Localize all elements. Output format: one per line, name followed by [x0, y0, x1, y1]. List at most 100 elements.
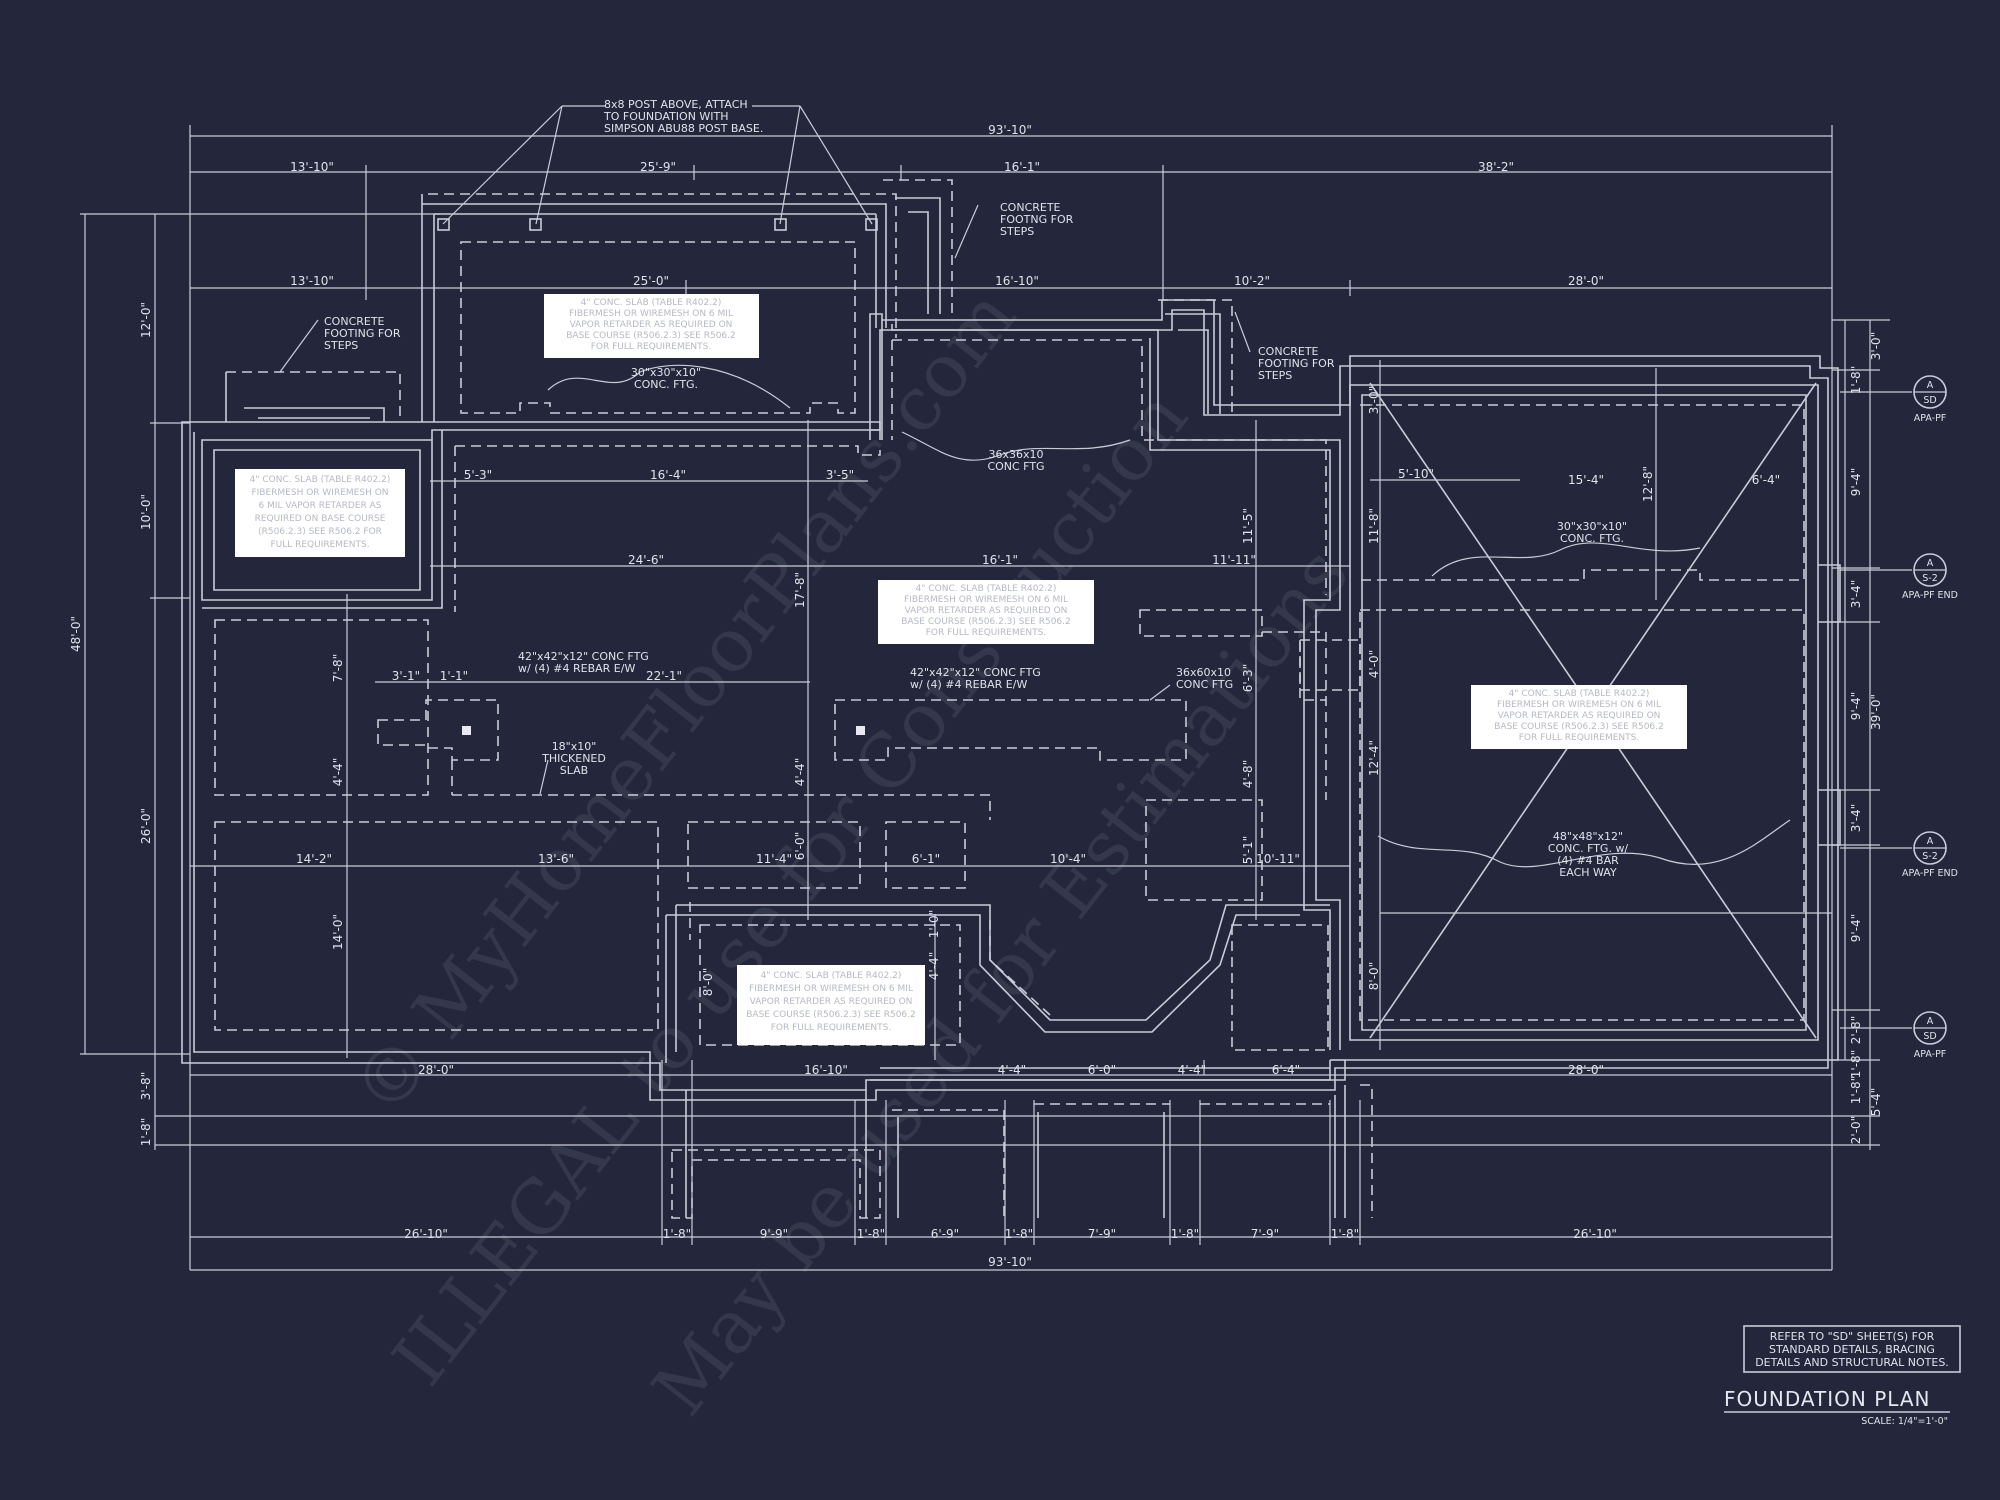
- dim-int-aj: 8'-0": [1367, 962, 1381, 990]
- dim-bottom-e: 6'-9": [931, 1227, 959, 1241]
- dim-int-k: 13'-6": [538, 852, 574, 866]
- dim-bottom-c: 9'-9": [760, 1227, 788, 1241]
- dim-top-i: 28'-0": [1568, 274, 1604, 288]
- section-tag-1-label: APA-PF: [1914, 413, 1947, 424]
- dim-int-w: 6'-3": [1241, 664, 1255, 692]
- slab-note-2-line-5: (R506.2.3) SEE R506.2 FOR: [258, 527, 382, 537]
- dim-bottom-l: 28'-0": [418, 1063, 454, 1077]
- dim-int-d: 24'-6": [628, 553, 664, 567]
- dim-int-ab: 8'-0": [701, 968, 715, 996]
- dim-left-overall: 48'-0": [69, 616, 83, 652]
- slab-note-1-line-4: BASE COURSE (R506.2.3) SEE R506.2: [566, 331, 736, 341]
- dim-int-e: 16'-1": [982, 553, 1018, 567]
- callout-post-base-line-3: SIMPSON ABU88 POST BASE.: [604, 122, 763, 135]
- callout-post-base-line-2: TO FOUNDATION WITH: [603, 110, 729, 123]
- callout-footing-steps-right: CONCRETE FOOTING FOR STEPS: [1258, 345, 1335, 382]
- slab-note-5-line-3: VAPOR RETARDER AS REQUIRED ON: [750, 997, 913, 1007]
- dim-int-f: 11'-11": [1212, 553, 1256, 567]
- watermark: © MyHomeFloorPlans.com ILLEGAL to use fo…: [336, 274, 1365, 1431]
- post-base-2: [529, 218, 542, 231]
- callout-steps-left-line-2: FOOTING FOR: [324, 327, 401, 340]
- callout-slab-line-1: 18"x10": [552, 740, 597, 753]
- dim-left-e: 1'-8": [139, 1118, 153, 1146]
- section-tag-2-top: A: [1927, 558, 1934, 569]
- callout-steps-right-line-1: CONCRETE: [1258, 345, 1319, 358]
- dim-int-s: 17'-8": [793, 572, 807, 608]
- dim-right-k: 2'-0": [1849, 1116, 1863, 1144]
- leader-lines: [279, 105, 1791, 868]
- dim-int-x: 4'-8": [1241, 760, 1255, 788]
- dim-right-j: 5'-4": [1869, 1088, 1883, 1116]
- dim-bottom-f: 1'-8": [1005, 1227, 1033, 1241]
- callout-ftg42b-line-2: w/ (4) #4 REBAR E/W: [910, 678, 1027, 691]
- callout-conc-ftg-42b: 42"x42"x12" CONC FTG w/ (4) #4 REBAR E/W: [910, 666, 1041, 691]
- dim-left-b: 10'-0": [139, 494, 153, 530]
- slab-note-5-line-5: FOR FULL REQUIREMENTS.: [771, 1023, 892, 1033]
- dim-int-r: 14'-0": [331, 914, 345, 950]
- dim-int-m: 6'-1": [912, 852, 940, 866]
- dim-int-o: 10'-11": [1256, 852, 1300, 866]
- title-block: FOUNDATION PLAN SCALE: 1/4"=1'-0": [1724, 1387, 1950, 1427]
- section-tag-1-bottom: SD: [1923, 395, 1936, 406]
- dim-bottom-j: 1'-8": [1331, 1227, 1359, 1241]
- page-title: FOUNDATION PLAN: [1724, 1387, 1931, 1411]
- callout-slab-line-2: THICKENED: [541, 752, 606, 765]
- slab-note-2-line-6: FULL REQUIREMENTS.: [270, 540, 369, 550]
- dim-int-ae: 6'-4": [1752, 473, 1780, 487]
- section-tag-1: A SD APA-PF: [1840, 375, 1947, 424]
- callout-ftg30b-line-2: CONC. FTG.: [1560, 532, 1624, 545]
- dimension-text-right: 39'-0" 3'-0" 1'-8" 9'-4" 3'-4" 9'-4" 3'-…: [1849, 332, 1883, 1144]
- dim-right-f: 3'-4": [1849, 804, 1863, 832]
- dim-right-i: 1'-8": [1849, 1050, 1863, 1078]
- slab-note-2-line-3: 6 MIL VAPOR RETARDER AS: [259, 501, 382, 511]
- section-tag-4-bottom: SD: [1923, 1031, 1936, 1042]
- section-tag-1-top: A: [1927, 380, 1934, 391]
- dim-bottom-r: 28'-0": [1568, 1063, 1604, 1077]
- callout-slab-line-3: SLAB: [560, 764, 588, 777]
- pier-right: [856, 726, 865, 735]
- slab-note-4-line-5: FOR FULL REQUIREMENTS.: [1519, 733, 1640, 743]
- callout-ftg48-line-1: 48"x48"x12": [1553, 830, 1623, 843]
- section-tag-3: A S-2 APA-PF END: [1840, 831, 1958, 879]
- dim-int-a: 5'-3": [464, 468, 492, 482]
- callout-steps-right-line-2: FOOTING FOR: [1258, 357, 1335, 370]
- dim-right-l: 1'-8": [1849, 1076, 1863, 1104]
- callout-ftg48-line-3: (4) #4 BAR: [1557, 854, 1619, 867]
- dim-int-y: 5'-1": [1241, 836, 1255, 864]
- dim-top-e: 13'-10": [290, 274, 334, 288]
- callout-ftg42a-line-2: w/ (4) #4 REBAR E/W: [518, 662, 635, 675]
- callout-steps-right-line-3: STEPS: [1258, 369, 1292, 382]
- section-tag-3-label: APA-PF END: [1902, 868, 1958, 879]
- dim-int-t: 4'-4": [793, 758, 807, 786]
- callout-steps-left-line-1: CONCRETE: [324, 315, 385, 328]
- section-tag-4-top: A: [1927, 1016, 1934, 1027]
- slab-note-5: 4" CONC. SLAB (TABLE R402.2) FIBERMESH O…: [737, 965, 925, 1045]
- callout-steps-top-line-3: STEPS: [1000, 225, 1034, 238]
- dim-int-c: 3'-5": [826, 468, 854, 482]
- dim-top-b: 25'-9": [640, 160, 676, 174]
- slab-note-3-line-1: 4" CONC. SLAB (TABLE R402.2): [916, 584, 1057, 594]
- dim-bottom-k: 26'-10": [1573, 1227, 1617, 1241]
- dim-int-ak: 3'-0": [1367, 386, 1381, 414]
- section-tag-3-bottom: S-2: [1922, 851, 1938, 862]
- callout-ftg42a-line-1: 42"x42"x12" CONC FTG: [518, 650, 649, 663]
- dimension-text-left: 48'-0" 12'-0" 10'-0" 26'-0" 3'-8" 1'-8": [69, 302, 153, 1146]
- callout-conc-ftg-30a: 30"x30"x10" CONC. FTG.: [631, 366, 701, 391]
- dim-bottom-b: 1'-8": [663, 1227, 691, 1241]
- callout-ftg3660-line-1: 36x60x10: [1176, 666, 1231, 679]
- dim-left-a: 12'-0": [139, 302, 153, 338]
- slab-note-5-line-1: 4" CONC. SLAB (TABLE R402.2): [761, 971, 902, 981]
- dim-int-l: 11'-4": [756, 852, 792, 866]
- dim-top-overall: 93'-10": [988, 123, 1032, 137]
- dim-bottom-m: 16'-10": [804, 1063, 848, 1077]
- dimension-lines: [80, 125, 1890, 1271]
- callout-ftg36-line-2: CONC FTG: [987, 460, 1044, 473]
- dim-bottom-i: 7'-9": [1251, 1227, 1279, 1241]
- callout-ftg48-line-4: EACH WAY: [1559, 866, 1617, 879]
- dim-bottom-g: 7'-9": [1088, 1227, 1116, 1241]
- dim-int-ac: 5'-10": [1398, 467, 1434, 481]
- dimension-text-bottom: 93'-10" 26'-10" 1'-8" 9'-9" 1'-8" 6'-9" …: [404, 1063, 1617, 1269]
- slab-note-1-line-2: FIBERMESH OR WIREMESH ON 6 MIL: [569, 309, 733, 319]
- slab-note-2-line-1: 4" CONC. SLAB (TABLE R402.2): [250, 475, 391, 485]
- callout-conc-ftg-42a: 42"x42"x12" CONC FTG w/ (4) #4 REBAR E/W: [518, 650, 649, 675]
